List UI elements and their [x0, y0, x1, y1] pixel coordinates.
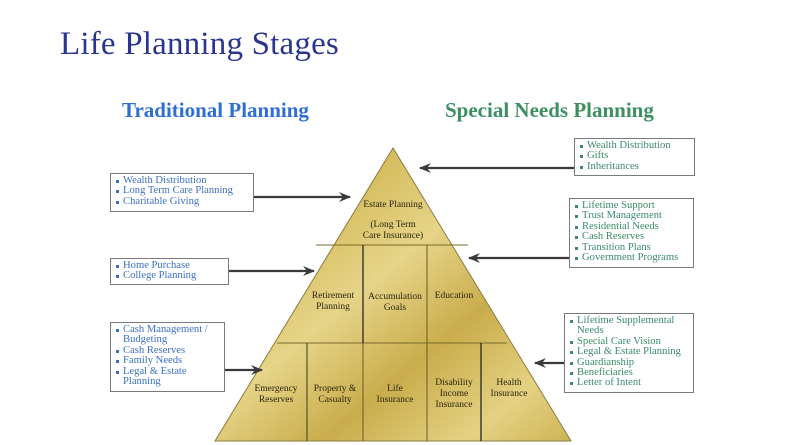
list-item: Charitable Giving: [116, 196, 249, 207]
cell-label: Goals: [383, 303, 407, 313]
special-needs-box-middle: Lifetime Support Trust Management Reside…: [569, 198, 694, 268]
cell-label: Retirement: [311, 291, 355, 301]
special-needs-box-estate: Wealth Distribution Gifts Inheritances: [574, 138, 695, 176]
cell-label: Income: [439, 389, 469, 399]
cell-label: Casualty: [318, 395, 352, 405]
cell-label: Care Insurance): [362, 231, 424, 241]
list-item: Transition Plans: [575, 242, 689, 253]
cell-label: Reserves: [258, 395, 294, 405]
list-item: Legal & Estate Planning: [116, 366, 220, 388]
cell-label: Insurance: [490, 389, 528, 399]
list-item: Legal & Estate Planning: [570, 346, 689, 357]
list-item: Long Term Care Planning: [116, 185, 249, 196]
list-item: Letter of Intent: [570, 377, 689, 388]
list-item: Gifts: [580, 150, 690, 161]
cell-label: Education: [434, 291, 474, 301]
pyramid-cell-education: Education: [427, 291, 481, 302]
list-item: Lifetime Supplemental Needs: [570, 315, 689, 337]
list-item: Guardianship: [570, 357, 689, 368]
cell-label: (Long Term: [370, 220, 416, 230]
list-item: Family Needs: [116, 355, 220, 366]
pyramid-cell-disability-income-insurance: Disability Income Insurance: [427, 378, 481, 411]
traditional-box-estate: Wealth Distribution Long Term Care Plann…: [110, 173, 254, 212]
cell-label: Accumulation: [368, 292, 422, 302]
cell-label: Health: [496, 378, 522, 388]
cell-label: Insurance: [376, 395, 414, 405]
list-item: Government Programs: [575, 252, 689, 263]
pyramid-cell-accumulation-goals: Accumulation Goals: [363, 292, 427, 314]
list-item: College Planning: [116, 270, 224, 281]
pyramid-cell-life-insurance: Life Insurance: [363, 384, 427, 406]
cell-label: Insurance: [435, 400, 473, 410]
pyramid-cell-property-casualty: Property & Casualty: [307, 384, 363, 406]
list-item: Wealth Distribution: [580, 140, 690, 151]
traditional-planning-heading: Traditional Planning: [122, 98, 309, 122]
list-item: Lifetime Support: [575, 200, 689, 211]
list-item: Cash Management / Budgeting: [116, 324, 220, 346]
list-item: Special Care Vision: [570, 336, 689, 347]
pyramid-cell-retirement-planning: Retirement Planning: [303, 291, 363, 313]
list-item: Trust Management: [575, 210, 689, 221]
list-item: Inheritances: [580, 161, 690, 172]
list-item: Wealth Distribution: [116, 175, 249, 186]
list-item: Cash Reserves: [575, 231, 689, 242]
list-item: Residential Needs: [575, 221, 689, 232]
cell-label: Property &: [313, 384, 357, 394]
traditional-box-base: Cash Management / Budgeting Cash Reserve…: [110, 322, 225, 392]
list-item: Cash Reserves: [116, 345, 220, 356]
pyramid-shape: [214, 147, 572, 442]
list-item: Beneficiaries: [570, 367, 689, 378]
traditional-box-middle: Home Purchase College Planning: [110, 258, 229, 285]
pyramid-cell-estate-planning: Estate Planning (Long Term Care Insuranc…: [343, 200, 443, 242]
list-item: Home Purchase: [116, 260, 224, 271]
cell-label: Life: [387, 384, 403, 394]
pyramid-cell-emergency-reserves: Emergency Reserves: [245, 384, 307, 406]
pyramid-cell-health-insurance: Health Insurance: [481, 378, 537, 400]
special-needs-box-base: Lifetime Supplemental Needs Special Care…: [564, 313, 694, 393]
special-needs-planning-heading: Special Needs Planning: [445, 98, 654, 122]
page-title: Life Planning Stages: [60, 26, 339, 62]
cell-label: Estate Planning: [363, 200, 423, 210]
cell-label: Disability: [435, 378, 473, 388]
cell-label: Planning: [316, 302, 350, 312]
cell-label: Emergency: [254, 384, 298, 394]
